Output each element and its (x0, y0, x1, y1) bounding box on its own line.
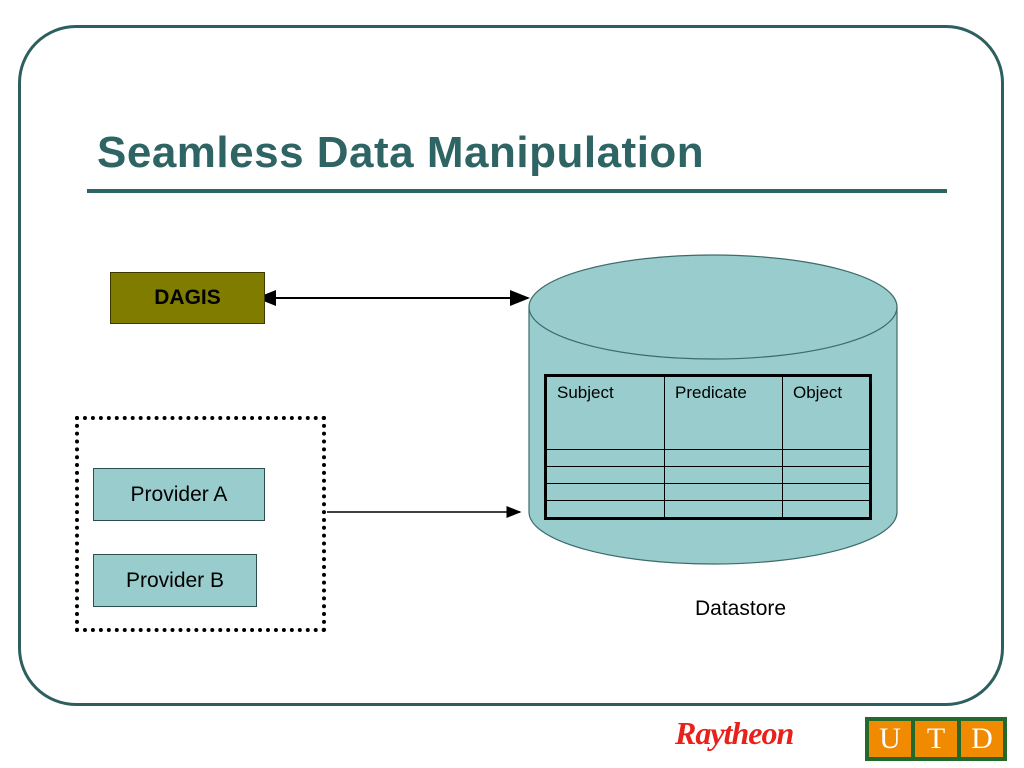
provider-b-box: Provider B (93, 554, 257, 607)
triple-table: Subject Predicate Object (544, 374, 872, 520)
utd-logo-letter: D (961, 721, 1003, 757)
title-underline (87, 189, 947, 193)
table-row (545, 466, 871, 484)
table-cell (664, 466, 783, 484)
table-cell (782, 500, 871, 519)
table-cell (545, 449, 665, 467)
table-row (545, 500, 871, 519)
provider-a-box: Provider A (93, 468, 265, 521)
table-row (545, 483, 871, 501)
header-object: Object (782, 375, 871, 450)
table-cell (545, 466, 665, 484)
table-cell (664, 449, 783, 467)
table-row (545, 449, 871, 467)
table-cell (664, 500, 783, 519)
raytheon-logo: Raytheon (675, 715, 794, 751)
datastore-label: Datastore (695, 597, 787, 620)
provider-group (75, 416, 326, 632)
slide-frame (18, 25, 1004, 706)
header-subject: Subject (545, 375, 665, 450)
table-cell (782, 483, 871, 501)
table-cell (545, 500, 665, 519)
table-cell (782, 449, 871, 467)
utd-logo: U T D (865, 717, 1007, 761)
table-header-row: Subject Predicate Object (545, 375, 871, 450)
table-cell (782, 466, 871, 484)
header-predicate: Predicate (664, 375, 783, 450)
table-cell (545, 483, 665, 501)
dagis-box: DAGIS (110, 272, 265, 324)
utd-logo-letter: U (869, 721, 911, 757)
utd-logo-letter: T (915, 721, 957, 757)
slide-title: Seamless Data Manipulation (97, 128, 705, 177)
table-cell (664, 483, 783, 501)
